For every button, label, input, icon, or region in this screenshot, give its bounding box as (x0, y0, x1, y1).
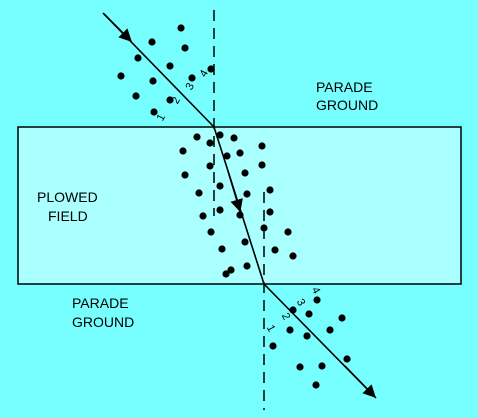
marchers-in-field (179, 131, 297, 278)
marcher-dot (216, 182, 224, 190)
marcher-dot (230, 134, 238, 142)
label-parade-ground-top-line2: GROUND (316, 97, 378, 113)
marcher-dot (241, 238, 249, 246)
marcher-dot (260, 224, 268, 232)
marcher-dot (258, 161, 266, 169)
marcher-dot (343, 355, 351, 363)
marcher-dot (318, 362, 326, 370)
marcher-dot (216, 206, 224, 214)
marcher-dot (148, 38, 156, 46)
marcher-dot (193, 133, 201, 141)
marcher-dot (312, 381, 320, 389)
marcher-dot (338, 314, 346, 322)
marcher-dot (218, 245, 226, 253)
marcher-dot (222, 270, 230, 278)
row-number-incoming-4: 4 (198, 68, 211, 79)
marcher-dot (243, 190, 251, 198)
arrow-incoming (103, 13, 132, 42)
marcher-dot (284, 228, 292, 236)
label-parade-ground-top-line1: PARADE (316, 79, 373, 95)
marcher-dot (117, 72, 125, 80)
row-number-incoming-1: 1 (155, 112, 168, 123)
marcher-dot (313, 296, 321, 304)
marcher-dot (216, 131, 224, 139)
marcher-dot (286, 326, 294, 334)
marcher-dot (181, 171, 189, 179)
marcher-dot (258, 142, 266, 150)
marcher-dot (177, 24, 185, 32)
marchers-incoming (117, 24, 215, 116)
marcher-dot (166, 96, 174, 104)
marcher-dot (236, 149, 244, 157)
marcher-dot (271, 246, 279, 254)
label-plowed-field-line2: FIELD (48, 208, 88, 224)
marcher-dot (241, 169, 249, 177)
label-parade-ground-bottom-line1: PARADE (72, 295, 129, 311)
marcher-dot (305, 310, 313, 318)
marcher-dot (132, 92, 140, 100)
row-number-outgoing-3: 3 (294, 297, 307, 308)
marcher-dot (150, 108, 158, 116)
row-number-incoming-2: 2 (170, 95, 183, 106)
arrow-in-field (227, 170, 243, 213)
marcher-dot (243, 262, 251, 270)
label-parade-ground-bottom-line2: GROUND (72, 314, 134, 330)
row-number-outgoing-4: 4 (309, 285, 322, 296)
row-number-incoming-3: 3 (184, 81, 197, 92)
marcher-dot (296, 363, 304, 371)
marcher-dot (206, 162, 214, 170)
marcher-dot (289, 252, 297, 260)
arrow-outgoing (344, 365, 376, 398)
marcher-dot (134, 54, 142, 62)
marcher-dot (266, 186, 274, 194)
row-number-outgoing-2: 2 (279, 311, 292, 322)
row-number-outgoing-1: 1 (264, 323, 277, 334)
marcher-dot (223, 152, 231, 160)
marcher-dot (206, 139, 214, 147)
label-plowed-field-line1: PLOWED (37, 189, 98, 205)
marcher-dot (207, 65, 215, 73)
marcher-dot (181, 44, 189, 52)
marcher-dot (326, 326, 334, 334)
marcher-dot (266, 208, 274, 216)
marcher-dot (207, 228, 215, 236)
marcher-dot (179, 147, 187, 155)
marcher-dot (199, 212, 207, 220)
marcher-dot (188, 74, 196, 82)
marcher-dot (303, 332, 311, 340)
marcher-dot (269, 342, 277, 350)
marcher-dot (227, 266, 235, 274)
marcher-dot (166, 62, 174, 70)
marcher-dot (149, 77, 157, 85)
marchers-outgoing (269, 296, 351, 389)
marcher-dot (195, 189, 203, 197)
